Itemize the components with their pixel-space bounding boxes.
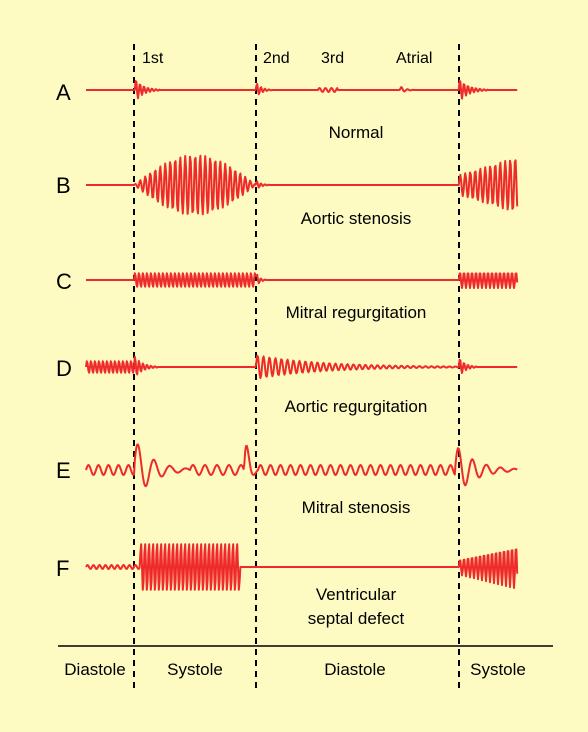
- row-letter-e: E: [56, 458, 71, 483]
- phase-label-diastole-1: Diastole: [64, 660, 125, 679]
- caption-mitral-regurgitation: Mitral regurgitation: [286, 303, 427, 322]
- caption-mitral-stenosis: Mitral stenosis: [302, 498, 411, 517]
- label-third-sound: 3rd: [321, 50, 344, 67]
- caption-aortic-stenosis: Aortic stenosis: [301, 209, 412, 228]
- phase-label-diastole-2: Diastole: [324, 660, 385, 679]
- caption-vsd-line1: Ventricular: [316, 585, 397, 604]
- waveform-trace-a: [85, 79, 518, 100]
- waveform-group: [85, 79, 519, 591]
- row-letter-c: C: [56, 269, 72, 294]
- caption-normal: Normal: [329, 123, 384, 142]
- waveform-trace-b: [85, 154, 519, 216]
- label-second-sound: 2nd: [263, 50, 290, 67]
- waveform-trace-e: [85, 443, 518, 488]
- label-atrial-sound: Atrial: [396, 50, 432, 67]
- caption-vsd-line2: septal defect: [308, 609, 405, 628]
- phase-label-systole-2: Systole: [470, 660, 526, 679]
- waveform-trace-f: [85, 543, 519, 591]
- phase-label-systole-1: Systole: [167, 660, 223, 679]
- row-letter-b: B: [56, 173, 71, 198]
- waveform-trace-d: [85, 354, 518, 380]
- waveform-trace-c: [85, 272, 519, 289]
- row-letter-a: A: [56, 80, 71, 105]
- label-first-sound: 1st: [142, 50, 164, 67]
- row-letter-f: F: [56, 556, 69, 581]
- row-letter-d: D: [56, 356, 72, 381]
- caption-aortic-regurgitation: Aortic regurgitation: [285, 397, 428, 416]
